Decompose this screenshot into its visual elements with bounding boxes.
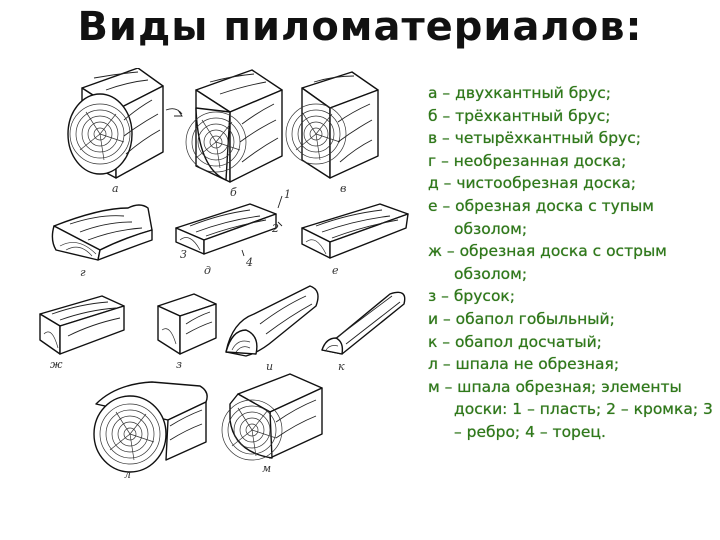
figure-a: а	[67, 68, 183, 195]
legend-item: л – шпала не обрезная;	[428, 355, 620, 374]
legend-item: б – трёхкантный брус;	[428, 106, 611, 125]
number-label: 4	[245, 256, 253, 269]
legend-item: д – чистообрезная доска;	[428, 174, 636, 193]
figure-g: г	[51, 204, 153, 279]
figure-b: б	[185, 69, 283, 199]
legend-item: м – шпала обрезная; элементы доски: 1 – …	[428, 377, 713, 441]
legend-item: г – необрезанная доска;	[428, 151, 627, 170]
figure-zh: ж	[39, 295, 125, 371]
figure-k: к	[321, 291, 406, 373]
figure-z: з	[157, 293, 217, 371]
figure-label: д	[204, 264, 211, 277]
legend-item: к – обапол досчатый;	[428, 332, 602, 351]
legend-item: з – брусок;	[428, 287, 516, 306]
legend-item: е – обрезная доска с тупым обзолом;	[428, 196, 654, 238]
figure-label: б	[230, 186, 237, 199]
legend-item: в – четырёхкантный брус;	[428, 129, 641, 148]
figure-label: к	[338, 360, 345, 373]
figure-v: в	[285, 71, 379, 195]
figure-label: и	[266, 360, 273, 373]
legend-item: и – обапол гобыльный;	[428, 309, 615, 328]
figure-e: е	[301, 203, 409, 277]
legend-list: а – двухкантный брус; б – трёхкантный бр…	[428, 82, 718, 444]
legend-item: ж – обрезная доска с острым обзолом;	[428, 242, 667, 283]
number-label: 3	[180, 248, 187, 261]
figure-d: 1 2 3 4 д	[175, 188, 291, 277]
figure-i: и	[225, 285, 319, 373]
figure-label: ж	[50, 358, 63, 371]
figure-l: л	[93, 381, 208, 478]
figure-label: г	[80, 266, 86, 279]
legend-item: а – двухкантный брус;	[428, 84, 612, 102]
figure-label: е	[332, 264, 339, 277]
page-title: Виды пиломатериалов:	[77, 4, 643, 50]
figure-m: м	[221, 373, 323, 475]
lumber-types-illustration: а б в г	[39, 68, 409, 478]
figure-label: з	[176, 358, 182, 371]
figure-label: а	[112, 182, 119, 195]
figure-label: м	[262, 462, 271, 475]
figure-label: л	[124, 468, 131, 478]
number-label: 2	[271, 222, 279, 235]
figure-label: в	[340, 182, 346, 195]
number-label: 1	[284, 188, 291, 201]
